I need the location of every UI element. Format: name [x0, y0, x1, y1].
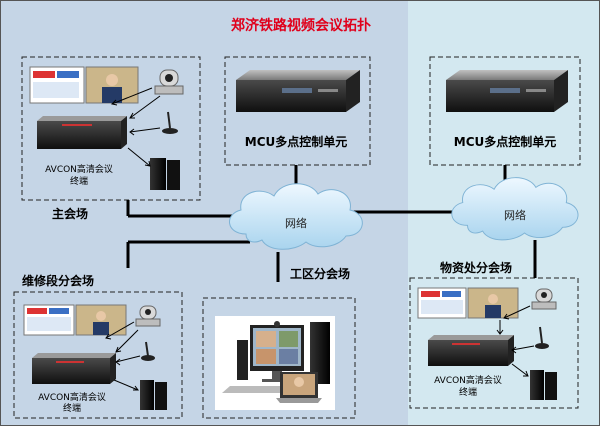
work-area-venue-box	[202, 297, 356, 419]
mcu-server-right-icon	[446, 70, 568, 112]
main-screen-left-icon	[29, 66, 85, 104]
main-venue-label: 主会场	[52, 206, 88, 221]
maint-venue-arrows	[105, 321, 141, 391]
work-area-pc-icon	[215, 316, 335, 410]
mat-terminal-label-2: 终端	[459, 386, 477, 398]
mat-microphone-icon	[535, 326, 549, 349]
work-area-venue-label: 工区分会场	[290, 266, 350, 281]
main-speaker-icon	[150, 158, 180, 190]
network-left-label: 网络	[285, 216, 307, 230]
main-venue-box	[21, 56, 201, 201]
mat-terminal-label-1: AVCON高清会议	[434, 374, 502, 386]
mat-screen-left-icon	[417, 287, 467, 319]
maint-screen-right-icon	[75, 304, 127, 336]
maint-microphone-icon	[141, 341, 155, 361]
maint-camera-icon	[135, 305, 161, 327]
mat-camera-icon	[531, 288, 557, 310]
mcu-right-label: MCU多点控制单元	[454, 134, 557, 149]
network-right-label: 网络	[504, 208, 526, 222]
main-microphone-icon	[162, 111, 178, 134]
maint-screen-left-icon	[23, 304, 75, 336]
mcu-server-left-icon	[236, 70, 360, 112]
maint-terminal-icon	[32, 353, 116, 384]
mat-terminal-icon	[428, 335, 514, 366]
main-screen-right-icon	[85, 66, 139, 104]
mat-venue-arrows	[496, 305, 535, 377]
main-terminal-icon	[37, 116, 127, 149]
diagram-title: 郑济铁路视频会议拓扑	[231, 17, 371, 34]
mat-screen-right-icon	[467, 287, 519, 319]
main-venue-arrows	[110, 87, 161, 167]
mcu-left-box	[224, 56, 371, 166]
maintenance-venue-label: 维修段分会场	[22, 273, 94, 288]
maint-terminal-label-2: 终端	[63, 402, 81, 414]
maintenance-venue-box	[13, 291, 183, 419]
maint-speaker-icon	[140, 380, 167, 410]
mcu-left-label: MCU多点控制单元	[245, 134, 348, 149]
material-venue-label: 物资处分会场	[440, 260, 512, 275]
main-camera-icon	[154, 69, 184, 95]
main-terminal-label-2: 终端	[70, 175, 88, 187]
mat-speaker-icon	[530, 370, 557, 400]
maint-terminal-label-1: AVCON高清会议	[38, 391, 106, 403]
main-terminal-label-1: AVCON高清会议	[45, 163, 113, 175]
material-venue-box	[409, 277, 579, 409]
